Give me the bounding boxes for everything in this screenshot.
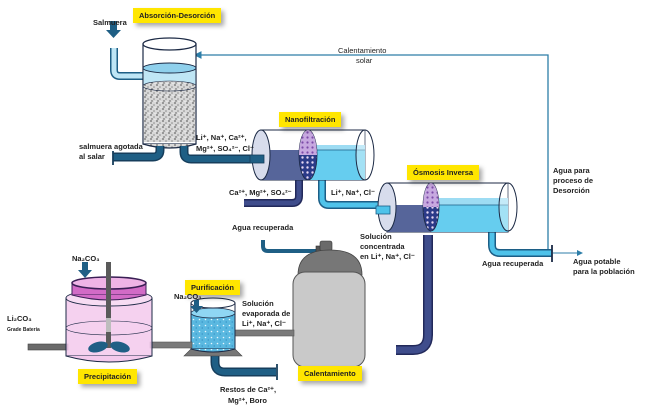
feed-pipe: [179, 146, 262, 164]
label-restos-1: Restos de Ca²⁺,: [220, 385, 277, 394]
label-solucion-evaporada-2: evaporada de: [242, 309, 291, 318]
label-agua-desorcion-1: Agua para: [553, 166, 590, 175]
exhausted-brine-pipe: [112, 146, 165, 165]
label-agua-recuperada-heat: Agua recuperada: [232, 223, 294, 232]
label-ions-reject-nf: Ca²⁺, Mg²⁺, SO₄²⁻: [229, 188, 292, 197]
label-agua-potable-2: para la población: [573, 267, 635, 276]
label-solucion-concentrada-1: Solución: [360, 232, 392, 241]
label-agua-desorcion-3: Desorción: [553, 186, 590, 195]
label-solucion-concentrada-3: en Li⁺, Na⁺, Cl⁻: [360, 252, 415, 261]
label-ions-feed-2: Mg²⁺, SO₄²⁻, Cl⁻: [196, 144, 254, 153]
label-solucion-evaporada-1: Solución: [242, 299, 274, 308]
label-calentamiento-solar-1: Calentamiento: [338, 46, 387, 55]
na2co3-purification-arrow-icon: [190, 300, 203, 313]
reverse-osmosis-unit: [375, 182, 583, 355]
label-ions-permeate-nf: Li⁺, Na⁺, Cl⁻: [331, 188, 375, 197]
label-agua-potable-1: Agua potable: [573, 257, 621, 266]
stage-tag-purificacion: Purificación: [185, 280, 240, 295]
label-agua-desorcion-2: proceso de: [553, 176, 594, 185]
label-agua-recuperada-ro: Agua recuperada: [482, 259, 544, 268]
label-restos-2: Mg²⁺, Boro: [228, 396, 267, 405]
label-grade-bateria: Grade Batería: [7, 327, 40, 333]
solar-heating-line: [193, 51, 549, 252]
salmuera-arrow-icon: [106, 21, 121, 38]
stage-tag-precipitacion: Precipitación: [78, 369, 138, 384]
label-na2co3-precipitacion: Na₂CO₃: [72, 254, 100, 263]
stage-tag-calentamiento: Calentamiento: [298, 366, 362, 381]
na2co3-precipitation-arrow-icon: [78, 262, 92, 278]
label-salmuera: Salmuera: [93, 18, 127, 27]
label-ions-feed-1: Li⁺, Na⁺, Ca²⁺,: [196, 133, 247, 142]
stage-tag-osmosis: Ósmosis Inversa: [407, 165, 480, 180]
evaporated-solution-pipe: [227, 329, 295, 337]
nanofiltration-unit: [244, 129, 391, 213]
stage-tag-nanofiltracion: Nanofiltración: [279, 112, 342, 127]
label-li2co3: Li₂CO₃: [7, 314, 32, 323]
label-calentamiento-solar-2: solar: [356, 56, 373, 65]
absorption-column: [110, 37, 197, 149]
label-solucion-concentrada-2: concentrada: [360, 242, 405, 251]
label-na2co3-purificacion: Na₂CO₃: [174, 292, 202, 301]
purification-vessel: [183, 297, 278, 380]
label-salmuera-agotada-1: salmuera agotada: [79, 142, 143, 151]
label-salmuera-agotada-2: al salar: [79, 152, 105, 161]
stage-tag-absorcion: Absorción-Desorción: [133, 8, 222, 23]
label-solucion-evaporada-3: Li⁺, Na⁺, Cl⁻: [242, 319, 286, 328]
purified-solution-pipe: [149, 341, 193, 349]
precipitation-reactor: [27, 262, 153, 363]
